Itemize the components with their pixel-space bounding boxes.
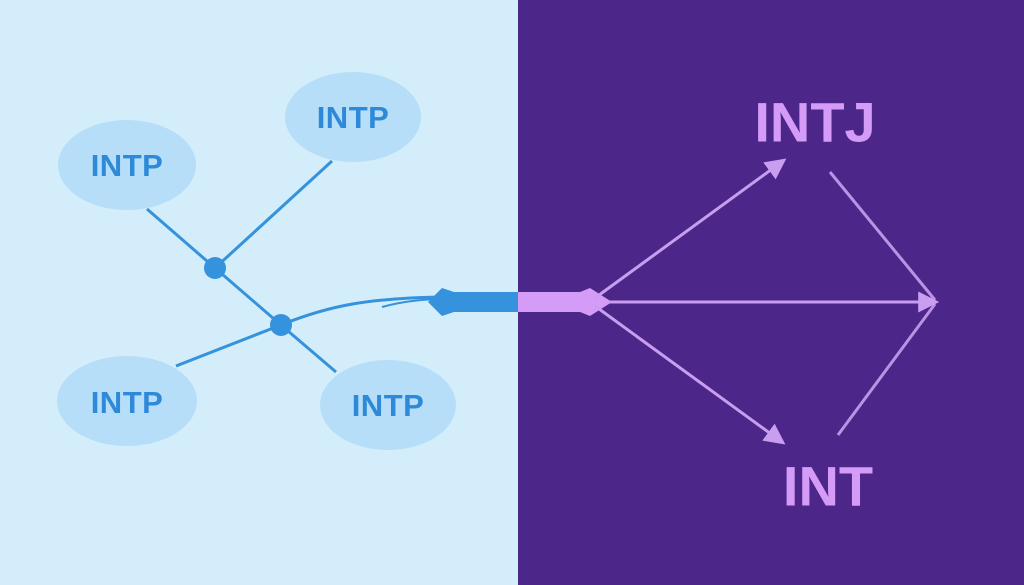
left-panel [0, 0, 518, 585]
bridge-bar-left [445, 292, 518, 312]
node-ellipse-top-left [58, 120, 196, 210]
output-label-bottom: INT [782, 454, 874, 518]
junction-dot-2 [270, 314, 292, 336]
node-label-bottom-left: INTP [90, 385, 164, 420]
right-arrows [594, 158, 940, 445]
bridge-bar-right [518, 292, 588, 312]
junction-dot-1 [204, 257, 226, 279]
output-label-top: INTJ [754, 90, 876, 154]
bridge-diamond-right [580, 288, 612, 316]
node-label-top-left: INTP [90, 148, 164, 183]
node-ellipse-bottom-right [320, 360, 456, 450]
node-label-bottom-right: INTP [351, 388, 425, 423]
node-ellipse-top-right [285, 72, 421, 162]
bridge-diamond-left [428, 288, 454, 316]
left-connectors [146, 159, 446, 374]
node-ellipse-bottom-left [57, 356, 197, 446]
node-label-top-right: INTP [316, 100, 390, 135]
